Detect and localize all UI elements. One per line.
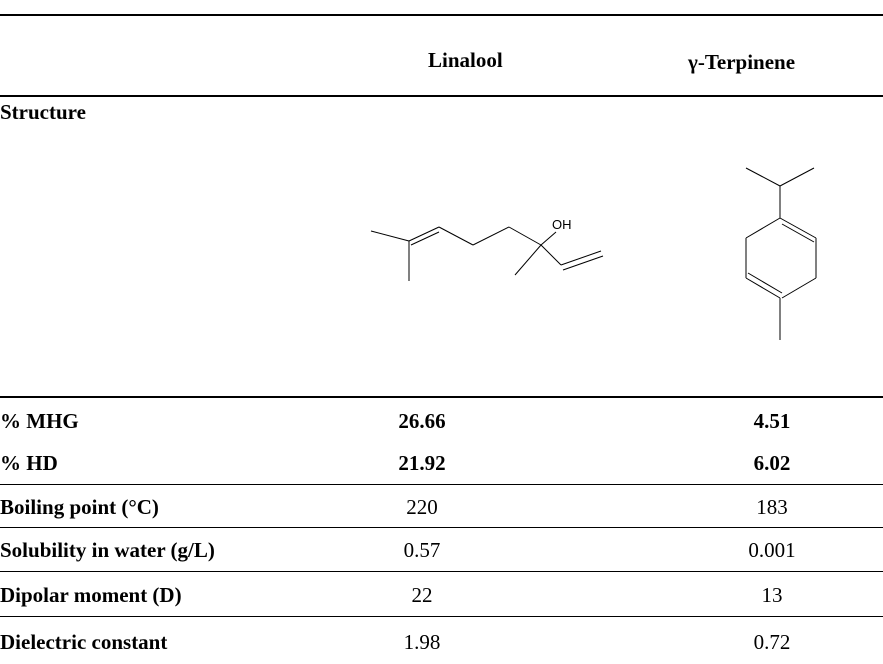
- row-rule-3: [0, 571, 883, 572]
- cell-solubility-terpinene: 0.001: [748, 538, 796, 562]
- cell-boiling-terpinene: 183: [756, 495, 788, 519]
- row-rule-2: [0, 527, 883, 528]
- structure-row-label: Structure: [0, 100, 86, 124]
- cell-boiling-linalool: 220: [406, 495, 438, 519]
- cell-dipolar-terpinene: 13: [761, 583, 783, 607]
- cell-mhg-linalool: 26.66: [398, 409, 446, 433]
- header-rule: [0, 95, 883, 97]
- linalool-structure: OH: [370, 217, 604, 281]
- cell-hd-terpinene: 6.02: [753, 451, 791, 475]
- row-rule-4: [0, 616, 883, 617]
- row-label-boiling-point: Boiling point (°C): [0, 495, 159, 519]
- cell-dipolar-linalool: 22: [411, 583, 433, 607]
- linalool-oh-label: OH: [552, 217, 572, 232]
- row-label-solubility: Solubility in water (g/L): [0, 538, 215, 562]
- row-rule-1: [0, 484, 883, 485]
- cell-dielectric-terpinene: 0.72: [753, 630, 791, 654]
- cell-mhg-terpinene: 4.51: [753, 409, 791, 433]
- row-label-dipolar-moment: Dipolar moment (D): [0, 583, 182, 607]
- row-label-hd: % HD: [0, 451, 58, 475]
- row-label-mhg: % MHG: [0, 409, 79, 433]
- cell-dielectric-linalool: 1.98: [403, 630, 441, 654]
- cell-hd-linalool: 21.92: [398, 451, 446, 475]
- table-top-rule: [0, 14, 883, 16]
- cell-solubility-linalool: 0.57: [403, 538, 441, 562]
- column-header-terpinene: γ-Terpinene: [688, 50, 796, 74]
- row-label-dielectric-constant: Dielectric constant: [0, 630, 168, 654]
- terpinene-structure: [745, 167, 817, 340]
- column-header-linalool: Linalool: [428, 48, 503, 72]
- structure-bottom-rule: [0, 396, 883, 398]
